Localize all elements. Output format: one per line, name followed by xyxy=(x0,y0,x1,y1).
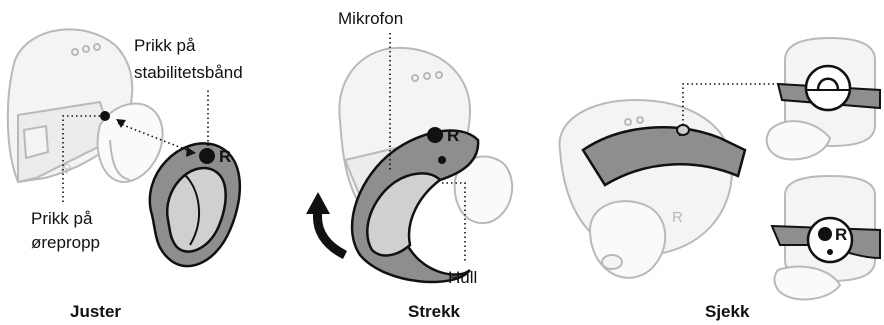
label-microphone: Mikrofon xyxy=(338,9,403,28)
panel-check: R R xyxy=(560,38,880,321)
shell-mark: R xyxy=(672,209,683,226)
band-dot-marker xyxy=(199,148,215,164)
label-hole: Hull xyxy=(448,268,477,287)
label-tip-dot-line1: Prikk på xyxy=(31,209,93,228)
band-mark: R xyxy=(447,126,459,145)
stability-band: R xyxy=(150,143,240,266)
label-band-dot-line2: stabilitetsbånd xyxy=(134,63,243,82)
label-tip-dot-line2: ørepropp xyxy=(31,233,100,252)
panel-adjust: R R Prikk på stabilitetsbånd Prikk på ør… xyxy=(8,29,243,321)
hole-marker xyxy=(438,156,446,164)
caption-stretch: Strekk xyxy=(408,302,461,321)
callout-top xyxy=(767,38,880,160)
band-mark: R xyxy=(219,147,231,166)
band-dot-marker xyxy=(818,227,832,241)
caption-check: Sjekk xyxy=(705,302,750,321)
callout-bottom: R xyxy=(772,176,880,299)
band-dot-marker xyxy=(427,127,443,143)
panel-stretch: R Mikrofon Hull Strekk xyxy=(306,9,512,321)
eartip-dot xyxy=(100,111,110,121)
eartip xyxy=(590,201,665,278)
label-band-dot-line1: Prikk på xyxy=(134,36,196,55)
caption-adjust: Juster xyxy=(70,302,121,321)
eartip-dot xyxy=(827,249,833,255)
stretch-arrow xyxy=(317,210,345,255)
band-mark: R xyxy=(835,225,847,244)
